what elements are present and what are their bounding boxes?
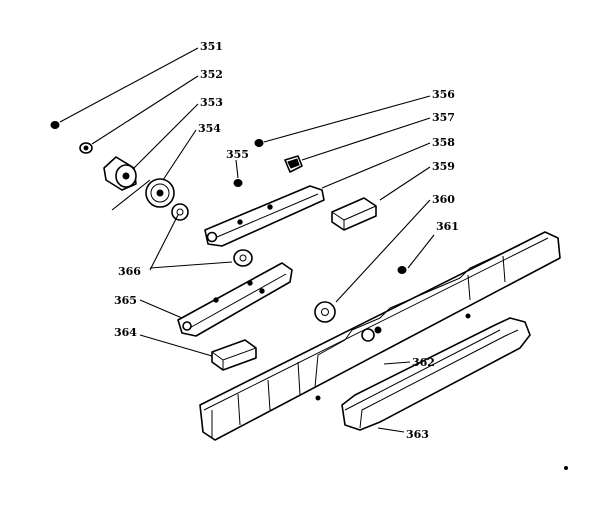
pad-359 (331, 197, 377, 231)
washer-366 (233, 249, 253, 267)
label-356: 356 (432, 88, 455, 101)
washer-354 (171, 203, 189, 221)
label-360: 360 (432, 193, 455, 206)
label-357: 357 (432, 111, 455, 124)
label-363: 363 (406, 428, 429, 441)
label-358: 358 (432, 136, 455, 149)
label-361: 361 (436, 220, 459, 233)
clip-357 (284, 155, 303, 173)
washer-360 (314, 301, 336, 323)
screw-361 (397, 266, 407, 274)
label-362: 362 (412, 356, 435, 369)
screw-head-351 (50, 121, 60, 129)
lower-bracket (177, 262, 293, 337)
spacer-351 (79, 142, 93, 154)
label-359: 359 (432, 160, 455, 173)
upper-bracket (204, 185, 325, 247)
label-354: 354 (198, 122, 221, 135)
roller-352 (103, 156, 137, 191)
pad-364 (211, 339, 257, 371)
label-355: 355 (226, 148, 249, 161)
handle-grip (341, 317, 531, 431)
label-364: 364 (114, 326, 137, 339)
gear-353 (145, 178, 175, 208)
label-365: 365 (114, 294, 137, 307)
main-bar (199, 231, 561, 441)
leader-lines (59, 47, 568, 470)
small-screw-362 (361, 326, 382, 342)
screw-356 (254, 139, 264, 147)
label-351: 351 (200, 40, 223, 53)
label-366: 366 (118, 265, 141, 278)
part-labels: 351 352 353 354 355 356 357 358 359 360 … (114, 40, 459, 441)
screw-355 (233, 179, 243, 187)
label-353: 353 (200, 96, 223, 109)
label-352: 352 (200, 68, 223, 81)
